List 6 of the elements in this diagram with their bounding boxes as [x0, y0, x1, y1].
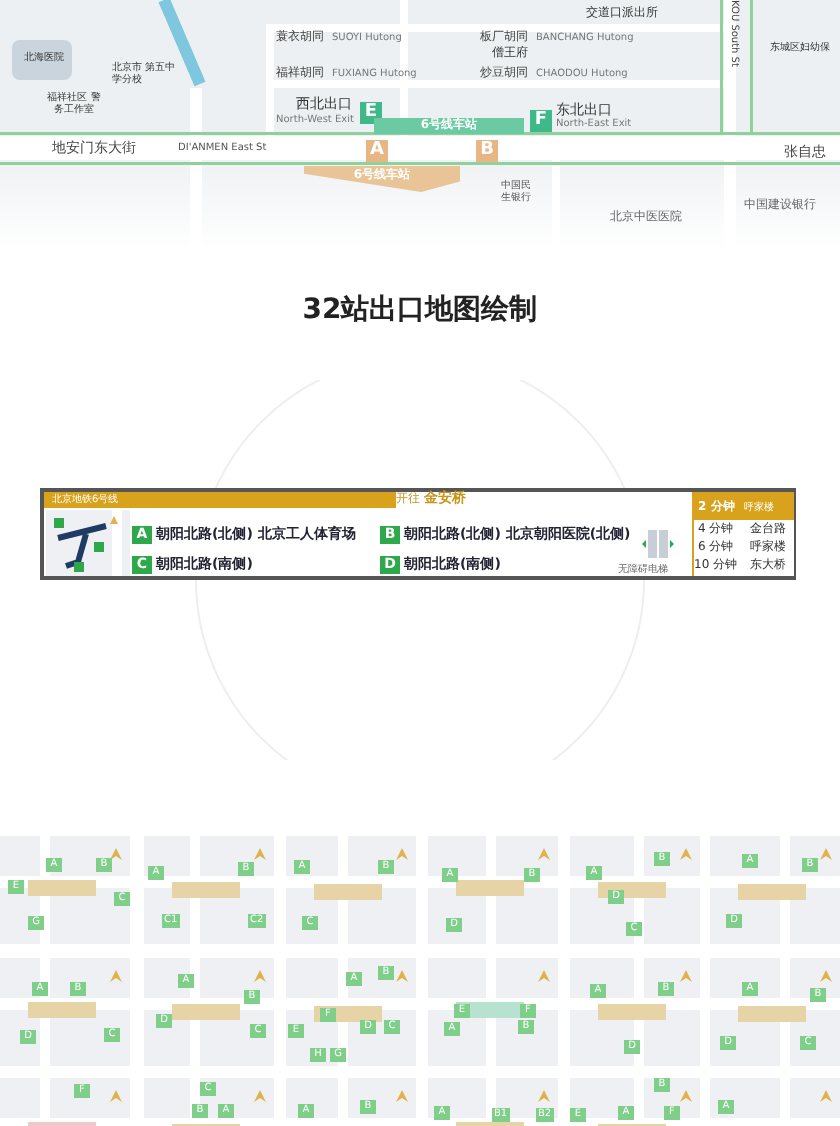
exit-badge: E [360, 102, 382, 124]
exit-badge: B [476, 140, 498, 162]
sign-panel [40, 488, 796, 580]
title: 32站出口地图绘制 [300, 296, 540, 324]
exit-badge: F [530, 110, 552, 132]
exit-badge: A [366, 140, 388, 162]
